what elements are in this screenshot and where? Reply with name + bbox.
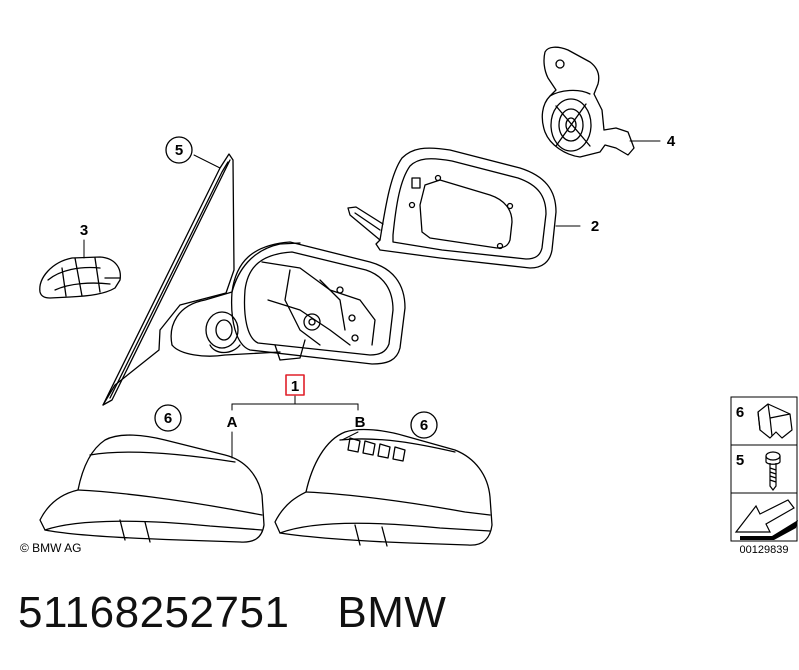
part-footer: 51168252751 BMW	[18, 588, 446, 638]
copyright-text: © BMW AG	[20, 541, 82, 555]
callout-6a-label: 6	[164, 410, 172, 427]
callout-5-circle	[165, 136, 193, 164]
callout-6b-label: 6	[420, 417, 428, 434]
callout-4-label: 4	[667, 133, 676, 150]
highlight-box	[285, 374, 305, 396]
parts-legend: 6 5 00129839	[730, 396, 798, 556]
legend-item-5-number: 5	[736, 452, 744, 469]
callout-5-label: 5	[175, 142, 183, 159]
legend-item-6-number: 6	[736, 404, 744, 421]
housing-frame-part	[347, 147, 557, 269]
mirror-actuator-part	[541, 46, 635, 158]
callout-6b-circle	[410, 411, 438, 439]
mirror-cap-b-part	[274, 428, 493, 547]
variant-a-label: A	[227, 414, 238, 431]
part-number: 51168252751	[18, 588, 290, 637]
screw-icon	[765, 451, 781, 491]
clip-icon	[757, 403, 793, 439]
callout-1-label: 1	[291, 378, 299, 395]
brand-name: BMW	[337, 588, 447, 637]
callout-6a-circle	[154, 404, 182, 432]
diagram-number: 00129839	[740, 544, 789, 556]
leader-lines	[83, 140, 661, 459]
mirror-base-part	[170, 242, 301, 357]
adjusting-motor-part	[39, 256, 121, 299]
variant-b-label: B	[355, 414, 366, 431]
callout-3-label: 3	[80, 222, 88, 239]
direction-arrow-icon	[734, 499, 798, 540]
mirror-cap-a-part	[39, 434, 265, 543]
mirror-glass-part	[102, 153, 235, 406]
callout-2-label: 2	[591, 218, 599, 235]
mirror-housing-part	[230, 241, 406, 365]
